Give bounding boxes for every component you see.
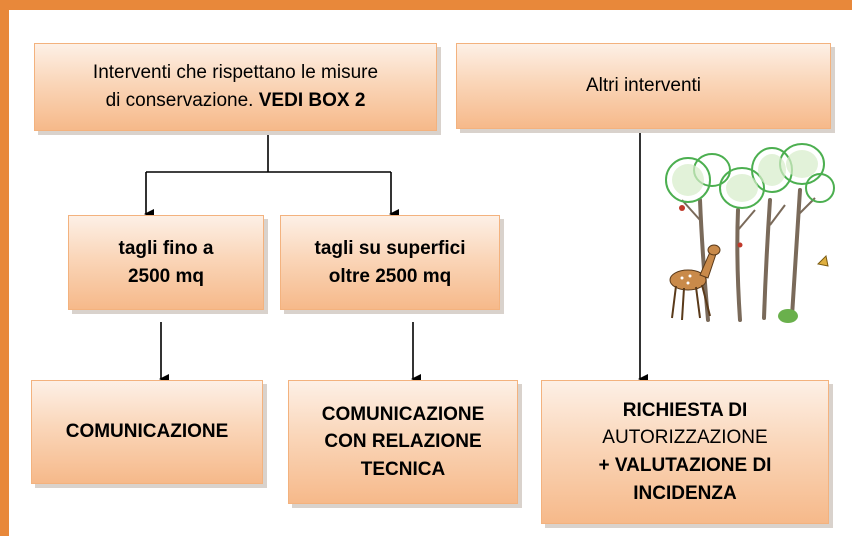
box-top-left-line1: Interventi che rispettano le misure <box>92 62 379 84</box>
box-bottom-2-line2: CON RELAZIONE <box>324 431 482 453</box>
deer-in-forest-illustration <box>665 143 835 323</box>
box-cuts-up-to-2500: tagli fino a 2500 mq <box>68 215 264 310</box>
box-bottom-1-label: COMUNICAZIONE <box>65 421 229 443</box>
box-cuts-over-2500: tagli su superfici oltre 2500 mq <box>280 215 500 310</box>
frame-left-border <box>0 0 9 536</box>
box-top-left-box-ref: VEDI BOX 2 <box>258 90 366 111</box>
box-bottom-3-line3: + VALUTAZIONE DI <box>598 455 772 476</box>
box-bottom-3-line4: INCIDENZA <box>633 482 737 504</box>
box-top-left-line2-text: di conservazione. <box>105 90 259 111</box>
box-bottom-3-line2: AUTORIZZAZIONE <box>602 427 768 449</box>
box-mid-right-line1: tagli su superfici <box>314 237 466 259</box>
box-interventions-conforming: Interventi che rispettano le misure di c… <box>34 43 437 131</box>
box-bottom-2-line3: TECNICA <box>360 458 446 480</box>
box-communication-with-report: COMUNICAZIONE CON RELAZIONE TECNICA <box>288 380 518 504</box>
box-bottom-3-line1: RICHIESTA DI <box>622 399 748 421</box>
box-mid-right-line2: oltre 2500 mq <box>328 265 452 287</box>
box-authorization-request: RICHIESTA DI AUTORIZZAZIONE + VALUTAZION… <box>541 380 829 524</box>
box-bottom-2-line1: COMUNICAZIONE <box>321 403 485 425</box>
box-top-right-label: Altri interventi <box>585 75 702 97</box>
box-communication: COMUNICAZIONE <box>31 380 263 484</box>
box-mid-left-line1: tagli fino a <box>118 237 214 259</box>
frame-top-border <box>0 0 852 10</box>
box-other-interventions: Altri interventi <box>456 43 831 129</box>
box-mid-left-line2: 2500 mq <box>127 265 205 287</box>
box-top-left-line2: di conservazione. VEDI BOX 2 <box>106 87 366 115</box>
